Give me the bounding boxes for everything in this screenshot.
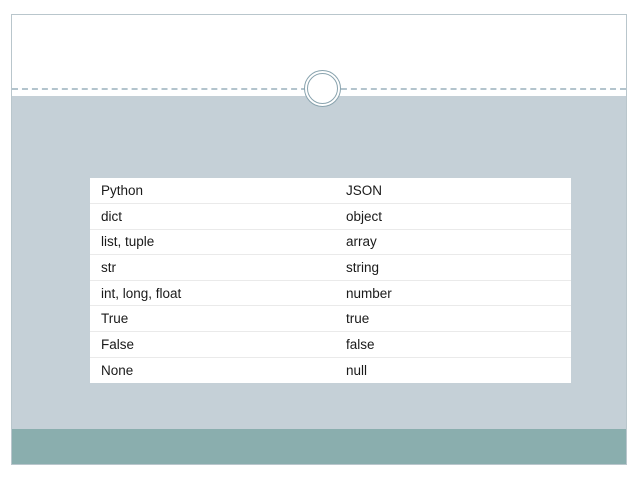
cell-json: true — [335, 305, 571, 333]
table-row: list, tuple array — [90, 229, 571, 256]
cell-json: string — [335, 254, 571, 281]
slide-frame: Python JSON dict object list, tuple arra… — [11, 14, 627, 465]
circle-ornament-icon — [304, 70, 343, 109]
cell-python: str — [90, 254, 335, 281]
column-header-json: JSON — [335, 178, 571, 205]
slide-footer-bar — [12, 429, 626, 464]
table-row: int, long, float number — [90, 280, 571, 307]
cell-json: null — [346, 362, 368, 378]
cell-python: dict — [90, 203, 335, 230]
inner-ring-icon — [307, 73, 338, 104]
cell-python: False — [90, 331, 335, 358]
cell-python: True — [90, 305, 335, 333]
cell-json: false — [335, 331, 571, 358]
table-header-row: Python JSON — [90, 178, 571, 205]
table-row: str string — [90, 254, 571, 281]
cell-python: int, long, float — [90, 280, 335, 307]
cell-json: number — [335, 280, 571, 307]
table-row: dict object — [90, 203, 571, 230]
table-row: None null — [90, 357, 571, 383]
table-row: False false — [90, 331, 571, 358]
cell-json: array — [335, 229, 571, 256]
cell-python: list, tuple — [90, 229, 335, 256]
cell-json: object — [335, 203, 571, 230]
table-row: True true — [90, 305, 571, 333]
python-json-mapping-table: Python JSON dict object list, tuple arra… — [90, 178, 571, 383]
column-header-python: Python — [90, 178, 335, 205]
cell-python: None — [101, 362, 134, 378]
